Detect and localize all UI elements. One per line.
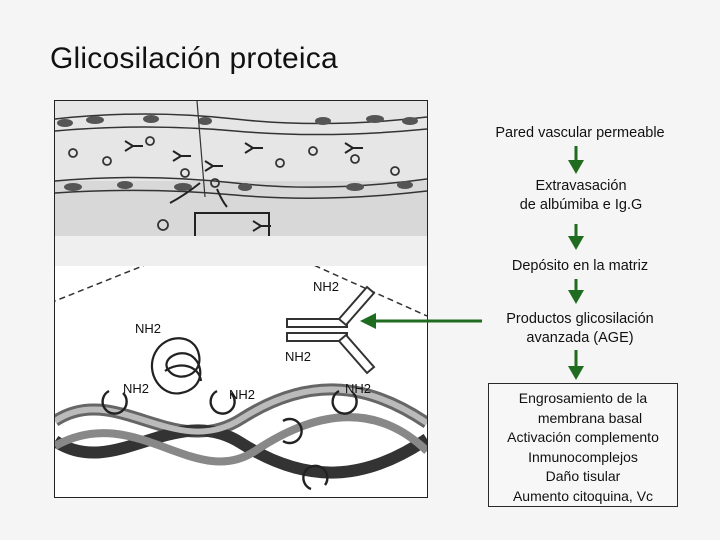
effect-item: Inmunocomplejos xyxy=(528,448,638,465)
nh2-label: NH2 xyxy=(135,321,161,336)
flow-step-age-line2: avanzada (AGE) xyxy=(526,330,634,346)
flow-step-matrix-deposit: Depósito en la matriz xyxy=(511,258,649,274)
slide-title: Glicosilación proteica xyxy=(50,42,338,75)
down-arrow-4 xyxy=(568,350,584,380)
down-arrow-1 xyxy=(568,146,584,174)
flow-step-extravasation-line2: de albúmiba e Ig.G xyxy=(519,197,643,213)
flow-step-age-line1: Productos glicosilación xyxy=(506,311,654,327)
effect-item: Aumento citoquina, Vc xyxy=(512,487,654,504)
rotation-arrows xyxy=(101,389,358,491)
effect-item: Activación complemento xyxy=(507,429,659,445)
nh2-label: NH2 xyxy=(345,381,371,396)
flow-step-permeable-wall: Pared vascular permeable xyxy=(495,125,665,141)
flow-step-extravasation: Extravasación de albúmiba e Ig.G xyxy=(486,177,676,215)
nh2-label: NH2 xyxy=(285,349,311,364)
collagen-fibers xyxy=(55,383,427,479)
illustration-svg: NH2 NH2 NH2 NH2 NH2 NH2 xyxy=(55,101,427,491)
endothelial-cells xyxy=(57,115,418,191)
nh2-label: NH2 xyxy=(229,387,255,402)
down-arrow-2 xyxy=(568,224,584,250)
flow-step-extravasation-line1: Extravasación xyxy=(535,178,627,194)
down-arrow-3 xyxy=(568,279,584,304)
flow-step-age-products: Productos glicosilación avanzada (AGE) xyxy=(478,310,682,348)
protein-coil xyxy=(150,337,203,395)
large-antibody xyxy=(286,285,376,375)
left-arrow-to-antibody xyxy=(360,313,482,329)
effect-item: Daño tisular xyxy=(545,468,621,484)
nh2-label: NH2 xyxy=(123,381,149,396)
effect-item: membrana basal xyxy=(537,409,643,426)
plasma-proteins xyxy=(68,136,400,231)
nh2-label: NH2 xyxy=(313,279,339,294)
glycation-illustration: NH2 NH2 NH2 NH2 NH2 NH2 xyxy=(54,100,428,498)
effect-item: Engrosamiento de la xyxy=(518,390,648,406)
effects-box: Engrosamiento de la membrana basal Activ… xyxy=(488,383,678,507)
